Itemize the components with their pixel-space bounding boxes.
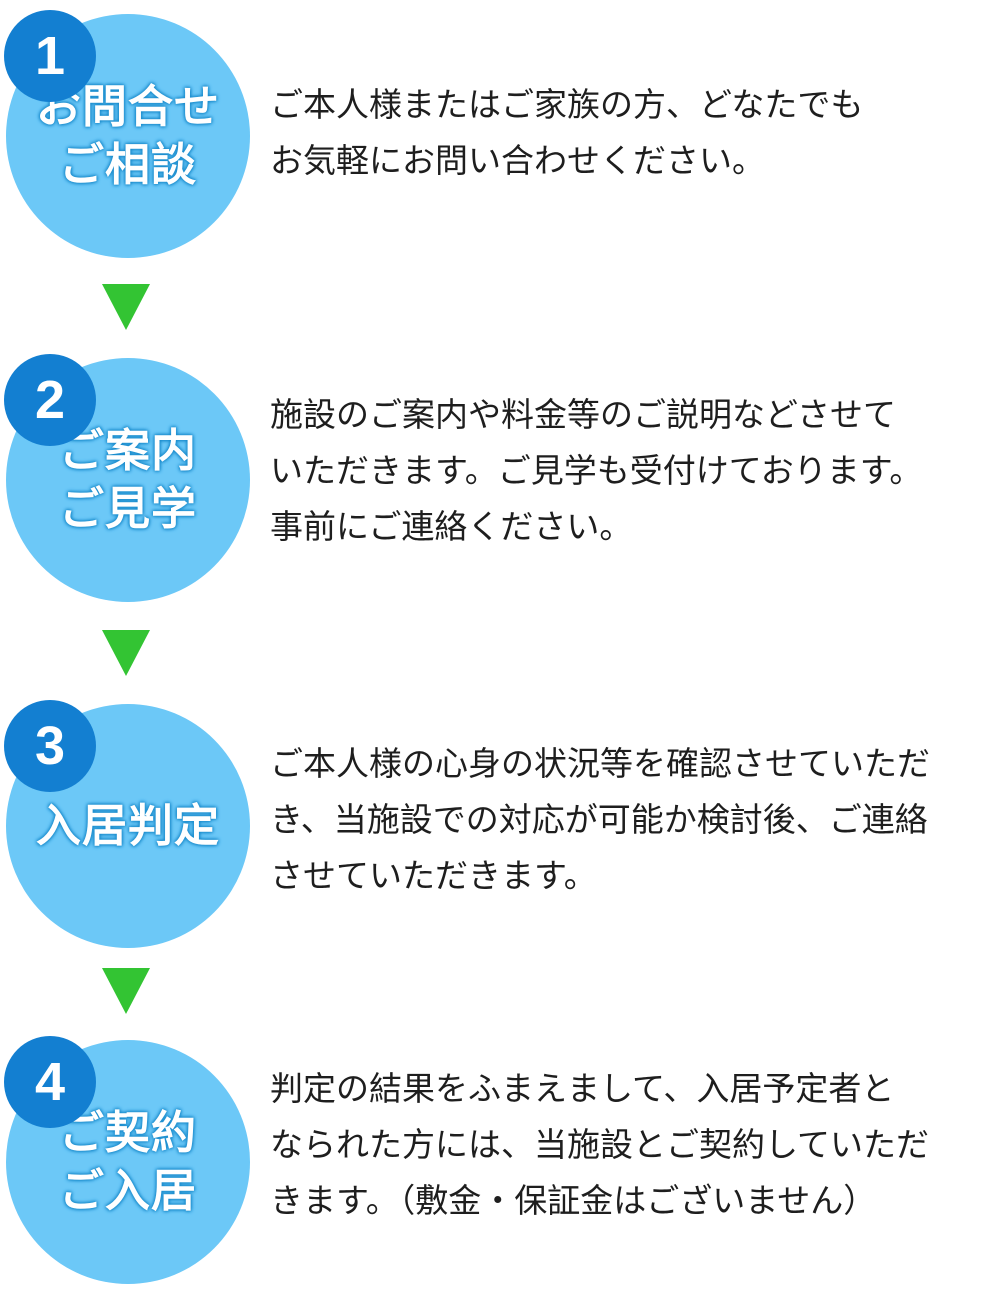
step-number-badge: 2 bbox=[4, 354, 96, 446]
step-number-badge: 1 bbox=[4, 10, 96, 102]
description-line: させていただきます。 bbox=[270, 856, 597, 895]
step-description: ご本人様またはご家族の方、どなたでも お気軽にお問い合わせください。 bbox=[270, 77, 992, 189]
step-description: ご本人様の心身の状況等を確認させていただ き、当施設での対応が可能か検討後、ご連… bbox=[270, 736, 992, 904]
description-line: ご本人様の心身の状況等を確認させていただ bbox=[270, 744, 930, 783]
description-line: 施設のご案内や料金等のご説明などさせて bbox=[270, 395, 897, 434]
down-arrow-icon bbox=[102, 968, 150, 1014]
description-line: 判定の結果をふまえまして、入居予定者と bbox=[270, 1069, 895, 1108]
step-1: お問合せ ご相談 1 ご本人様またはご家族の方、どなたでも お気軽にお問い合わせ… bbox=[0, 10, 1000, 274]
step-3: 入居判定 3 ご本人様の心身の状況等を確認させていただ き、当施設での対応が可能… bbox=[0, 700, 1000, 964]
step-description: 施設のご案内や料金等のご説明などさせて いただきます。ご見学も受付けております。… bbox=[270, 387, 992, 555]
step-2: ご案内 ご見学 2 施設のご案内や料金等のご説明などさせて いただきます。ご見学… bbox=[0, 354, 1000, 618]
description-line: なられた方には、当施設とご契約していただ bbox=[270, 1125, 930, 1164]
step-title-line: 入居判定 bbox=[35, 799, 220, 852]
step-title-line: ご相談 bbox=[58, 138, 197, 191]
step-circle: お問合せ ご相談 bbox=[6, 14, 250, 258]
step-4: ご契約 ご入居 4 判定の結果をふまえまして、入居予定者と なられた方には、当施… bbox=[0, 1036, 1000, 1300]
description-line: いただきます。ご見学も受付けております。 bbox=[270, 451, 923, 490]
description-line: ご本人様またはご家族の方、どなたでも bbox=[270, 85, 864, 124]
description-line: 事前にご連絡ください。 bbox=[270, 507, 633, 546]
down-arrow-icon bbox=[102, 630, 150, 676]
step-title-line: ご入居 bbox=[58, 1164, 197, 1217]
description-line: きます。（敷金・保証金はございません） bbox=[270, 1181, 877, 1220]
description-line: お気軽にお問い合わせください。 bbox=[270, 141, 765, 180]
down-arrow-icon bbox=[102, 284, 150, 330]
step-title-line: ご見学 bbox=[58, 482, 197, 535]
description-line: き、当施設での対応が可能か検討後、ご連絡 bbox=[270, 800, 928, 839]
step-number-badge: 4 bbox=[4, 1036, 96, 1128]
step-circle: ご案内 ご見学 bbox=[6, 358, 250, 602]
step-number-badge: 3 bbox=[4, 700, 96, 792]
step-description: 判定の結果をふまえまして、入居予定者と なられた方には、当施設とご契約していただ… bbox=[270, 1061, 992, 1229]
